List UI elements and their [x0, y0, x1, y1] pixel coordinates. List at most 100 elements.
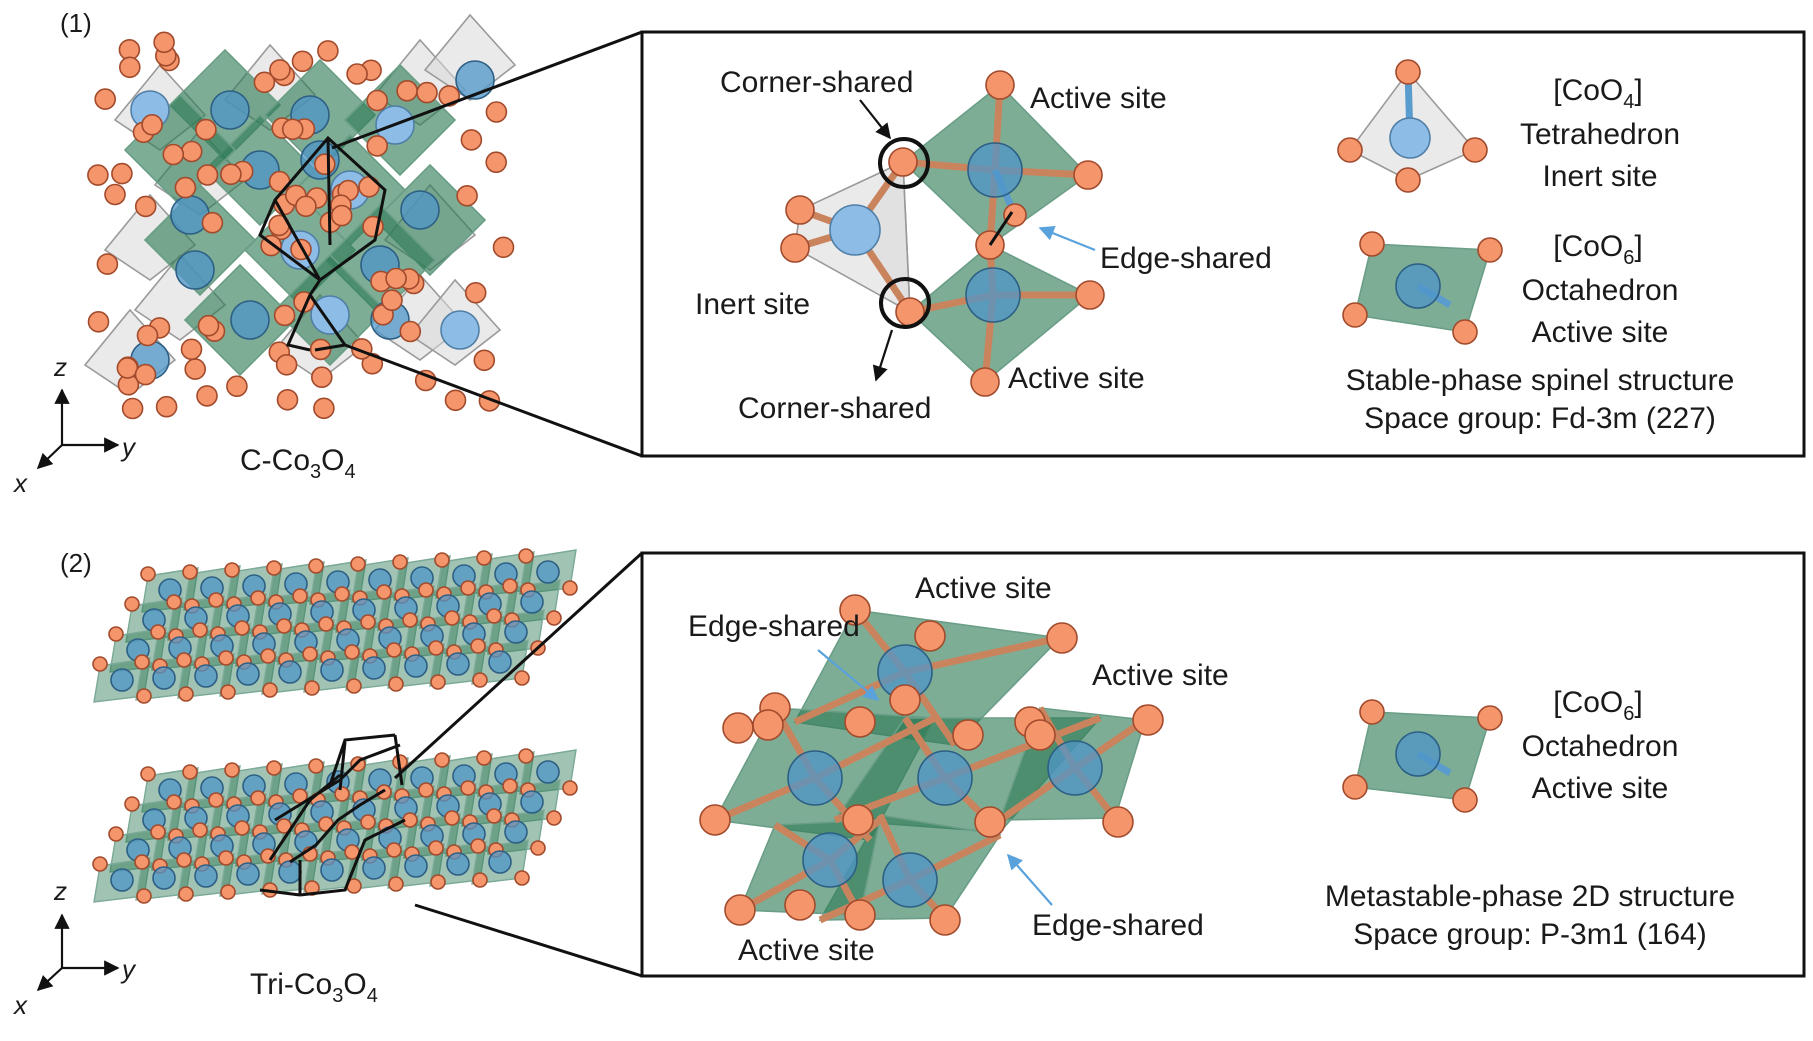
layer-o-atom	[418, 782, 434, 798]
layer-o-atom	[250, 590, 266, 606]
spinel-o-atom	[197, 314, 220, 337]
layer-o-atom	[460, 780, 476, 796]
legend-oct-formula-2: [CoO6]	[1553, 686, 1643, 725]
arrow-corner-shared-bottom	[872, 329, 894, 382]
axes-triad-2: z y x	[12, 876, 137, 1020]
zoom-box-1	[640, 30, 1806, 458]
spinel-o-atom	[330, 204, 353, 227]
spinel-o-atom	[104, 183, 126, 206]
spinel-co-atom	[175, 250, 215, 290]
layer-o-atom	[546, 810, 562, 826]
layer-o-atom	[546, 610, 562, 626]
spinel-o-atom	[174, 176, 197, 199]
spinel-o-atom	[94, 88, 116, 110]
layer-o-atom	[124, 796, 140, 812]
layer-o-atom	[166, 794, 182, 810]
layer-o-atom	[134, 854, 150, 870]
layer-o-atom	[388, 876, 404, 892]
layer-o-atom	[166, 594, 182, 610]
zoom2-co-atom	[917, 750, 973, 806]
spinel-o-atom	[253, 71, 276, 94]
zoom-active-co-top	[967, 142, 1023, 198]
layer-o-atom	[262, 682, 278, 698]
layer-o-atom	[218, 850, 234, 866]
legend-octahedron-2: [CoO6] Octahedron Active site	[1342, 686, 1678, 813]
legend-octahedron-1: [CoO6] Octahedron Active site	[1342, 230, 1679, 349]
corner-shared-ring-bottom	[879, 277, 931, 329]
spinel-o-atom	[196, 164, 219, 186]
layer-o-atom	[182, 564, 198, 580]
layer-o-atom	[392, 554, 408, 570]
layer-o-atom	[386, 642, 402, 658]
layered-crystal	[92, 548, 578, 904]
label-active-site-bottom: Active site	[1008, 362, 1145, 395]
zoom2-o-atom	[722, 712, 754, 744]
arrow-edge-shared-top-2	[817, 649, 880, 701]
zoom2-o-atom	[1102, 806, 1134, 838]
layer-o-atom	[318, 616, 334, 632]
layer-o-atom	[136, 688, 152, 704]
spinel-o-atom	[485, 151, 508, 173]
zoom2-o-atom	[1046, 622, 1078, 654]
spinel-o-atom	[295, 195, 317, 218]
legend-oct-name-1: Octahedron	[1522, 274, 1679, 307]
spinel-highlight-outline	[258, 135, 387, 352]
layer-co-atom	[278, 860, 302, 884]
layer-co-atom	[362, 856, 386, 880]
layer-co-atom	[520, 590, 544, 614]
spinel-o-atom	[226, 375, 248, 398]
zoom2-co-atom	[787, 750, 843, 806]
spinel-o-atom	[396, 80, 418, 102]
layer-o-atom	[402, 812, 418, 828]
layer-o-atom	[472, 872, 488, 888]
legend-oct-co-2	[1395, 731, 1441, 777]
zoom-line-bottom-2	[414, 903, 643, 978]
spinel-o-atom	[134, 363, 157, 386]
layer-o-atom	[208, 792, 224, 808]
spinel-o-atom	[485, 101, 508, 123]
layer-o-atom	[150, 624, 166, 640]
zoom2-o-atom	[1024, 719, 1056, 751]
layer-o-atom	[360, 814, 376, 830]
layer-o-atom	[134, 654, 150, 670]
zoom2-o-atom	[844, 706, 876, 738]
spinel-o-atom	[416, 81, 438, 104]
axis-y-label-2: y	[120, 954, 137, 984]
layer-o-atom	[224, 762, 240, 778]
zoom2-o-atom	[752, 709, 784, 741]
spinel-o-atom	[273, 304, 296, 327]
layer-o-atom	[302, 646, 318, 662]
layer-o-atom	[562, 580, 578, 596]
arrow-edge-shared	[1038, 225, 1096, 252]
layer-co-atom	[110, 668, 134, 692]
layer-o-atom	[136, 888, 152, 904]
layered-highlight-grid	[259, 733, 406, 897]
layer-o-atom	[434, 552, 450, 568]
label-corner-shared-top: Corner-shared	[720, 66, 913, 99]
layer-o-atom	[530, 840, 546, 856]
zoom2-o-atom	[844, 899, 876, 931]
layer-co-atom	[110, 868, 134, 892]
spinel-o-atom	[220, 163, 242, 186]
label-active-site-top-2: Active site	[915, 572, 1052, 605]
layer-o-atom	[486, 808, 502, 824]
layer-co-atom	[504, 820, 528, 844]
layer-co-atom	[236, 862, 260, 886]
layer-o-atom	[108, 826, 124, 842]
zoom-line-top-1	[331, 30, 643, 150]
legend-oct-co-1	[1395, 263, 1441, 309]
arrow-edge-shared-bottom-2	[1006, 853, 1053, 906]
layer-o-atom	[224, 562, 240, 578]
spinel-o-atom	[444, 389, 467, 412]
layer-co-atom	[446, 852, 470, 876]
layer-o-atom	[562, 780, 578, 796]
layer-co-atom	[320, 658, 344, 682]
label-inert-site: Inert site	[695, 288, 810, 321]
zoom2-o-atom	[914, 620, 946, 652]
layer-o-atom	[178, 886, 194, 902]
layer-co-atom	[488, 850, 512, 874]
spinel-o-atom	[196, 385, 218, 407]
legend-oct-role-2: Active site	[1532, 772, 1669, 805]
layer-o-atom	[460, 580, 476, 596]
zoom2-o-atom	[889, 684, 921, 716]
